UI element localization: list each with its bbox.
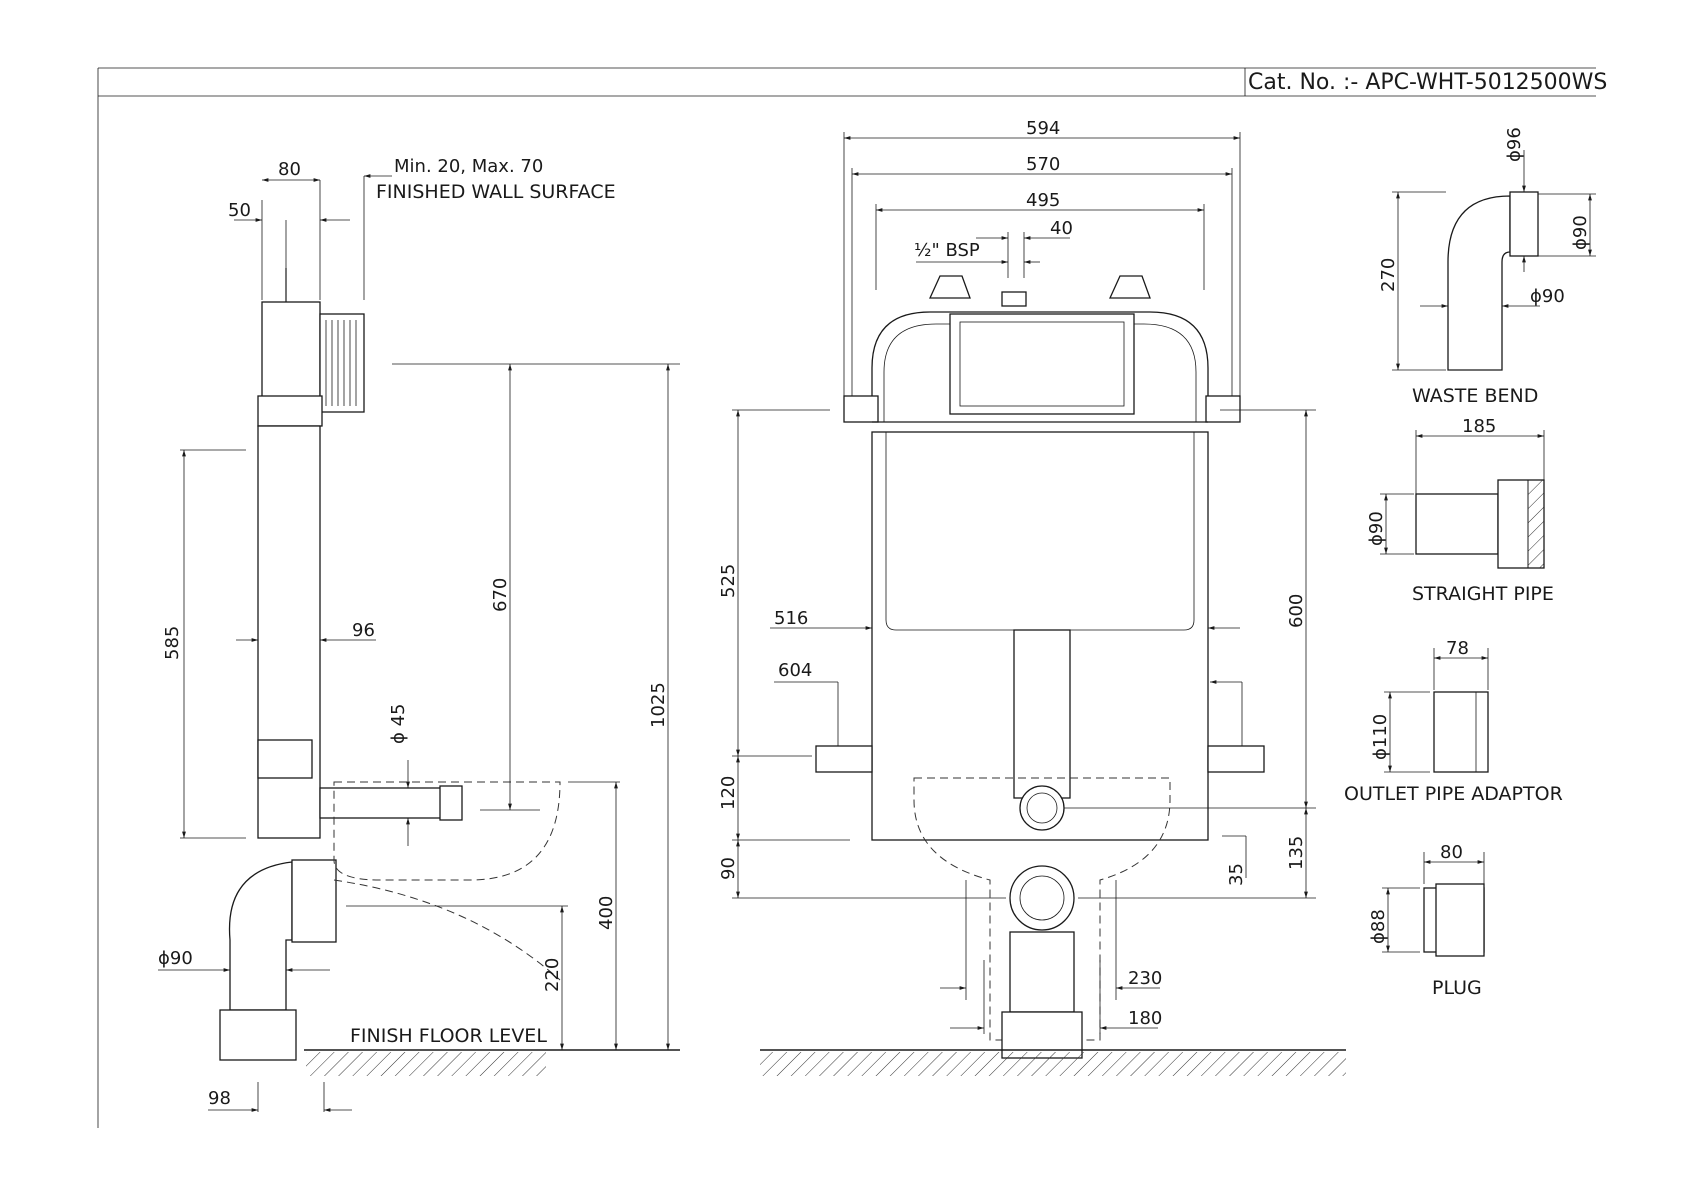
- dim-604: 604: [778, 660, 812, 681]
- front-dimensions: 594 570 495 40 ½" BSP 525 516: [718, 118, 1316, 1034]
- dim-180: 180: [1128, 1008, 1162, 1029]
- label-outlet-adaptor: OUTLET PIPE ADAPTOR: [1344, 783, 1563, 805]
- dim-525: 525: [718, 564, 739, 598]
- dim-270: 270: [1378, 258, 1399, 292]
- front-access-panel: [949, 313, 1135, 415]
- dim-phi96: ϕ96: [1504, 127, 1525, 162]
- waste-outlet-front: [1009, 865, 1075, 931]
- straight-pipe-part: 185 ϕ90 STRAIGHT PIPE: [1366, 416, 1554, 605]
- pan-outline: [333, 781, 561, 881]
- dim-185: 185: [1462, 416, 1496, 437]
- dim-96: 96: [352, 620, 375, 641]
- dim-phi90-a: ϕ90: [1570, 215, 1591, 250]
- label-straight-pipe: STRAIGHT PIPE: [1412, 583, 1554, 605]
- label-waste-bend: WASTE BEND: [1412, 385, 1538, 407]
- dim-78: 78: [1446, 638, 1469, 659]
- dim-585: 585: [162, 626, 183, 660]
- plug-part: 80 ϕ88 PLUG: [1368, 842, 1485, 999]
- label-finished-wall: FINISHED WALL SURFACE: [376, 181, 616, 203]
- dim-50-side: 50: [228, 200, 251, 221]
- dim-40: 40: [1050, 218, 1073, 239]
- waste-bend-part: 270 ϕ96 ϕ90 ϕ90 WASTE BEND: [1378, 127, 1596, 407]
- front-pan-outline: [913, 777, 1171, 1041]
- side-dimensions: 80 50 Min. 20, Max. 70 FINISHED WALL SUR…: [158, 156, 680, 1112]
- side-view: 80 50 Min. 20, Max. 70 FINISHED WALL SUR…: [158, 156, 680, 1112]
- dim-98: 98: [208, 1088, 231, 1109]
- catalog-number: Cat. No. :- APC-WHT-5012500WS: [1248, 70, 1607, 95]
- dim-bsp: ½" BSP: [914, 240, 980, 261]
- dim-495: 495: [1026, 190, 1060, 211]
- outlet-adaptor-part: 78 ϕ110 OUTLET PIPE ADAPTOR: [1344, 638, 1563, 805]
- dim-80-side: 80: [278, 159, 301, 180]
- dim-phi90-straight: ϕ90: [1366, 511, 1387, 546]
- dim-135: 135: [1286, 836, 1307, 870]
- dim-phi90-side: ϕ90: [158, 948, 193, 969]
- label-finish-floor: FINISH FLOOR LEVEL: [350, 1025, 547, 1047]
- dim-230: 230: [1128, 968, 1162, 989]
- waste-socket-side: [219, 1009, 297, 1061]
- dim-220: 220: [542, 958, 563, 992]
- outlet-circle: [1019, 785, 1065, 831]
- dim-min-max: Min. 20, Max. 70: [394, 156, 543, 177]
- flush-plate-collar: [319, 313, 365, 413]
- dim-35: 35: [1226, 863, 1247, 886]
- floor-hatch-side: [306, 1052, 546, 1076]
- waste-bend-side: [228, 861, 293, 1011]
- dim-120: 120: [718, 776, 739, 810]
- bracket: [257, 395, 323, 427]
- dim-90-front: 90: [718, 857, 739, 880]
- cistern-head: [261, 301, 321, 399]
- dim-phi110: ϕ110: [1370, 714, 1391, 760]
- dim-594: 594: [1026, 118, 1060, 139]
- dim-1025: 1025: [648, 682, 669, 728]
- title-frame: Cat. No. :- APC-WHT-5012500WS: [97, 67, 1607, 1128]
- outlet-pipe-side: [319, 787, 459, 819]
- dim-phi45: ϕ 45: [388, 704, 409, 745]
- floor-hatch-front: [760, 1052, 1346, 1076]
- dim-516: 516: [774, 608, 808, 629]
- dim-670: 670: [490, 578, 511, 612]
- dim-phi88: ϕ88: [1368, 909, 1389, 944]
- label-plug: PLUG: [1432, 977, 1482, 999]
- dim-570: 570: [1026, 154, 1060, 175]
- dim-80-plug: 80: [1440, 842, 1463, 863]
- dim-phi90-b: ϕ90: [1530, 286, 1565, 307]
- dim-400: 400: [596, 896, 617, 930]
- front-view: 594 570 495 40 ½" BSP 525 516: [718, 118, 1346, 1076]
- flush-pipe: [1013, 629, 1071, 799]
- leg-clamp: [257, 739, 313, 779]
- dim-600: 600: [1286, 594, 1307, 628]
